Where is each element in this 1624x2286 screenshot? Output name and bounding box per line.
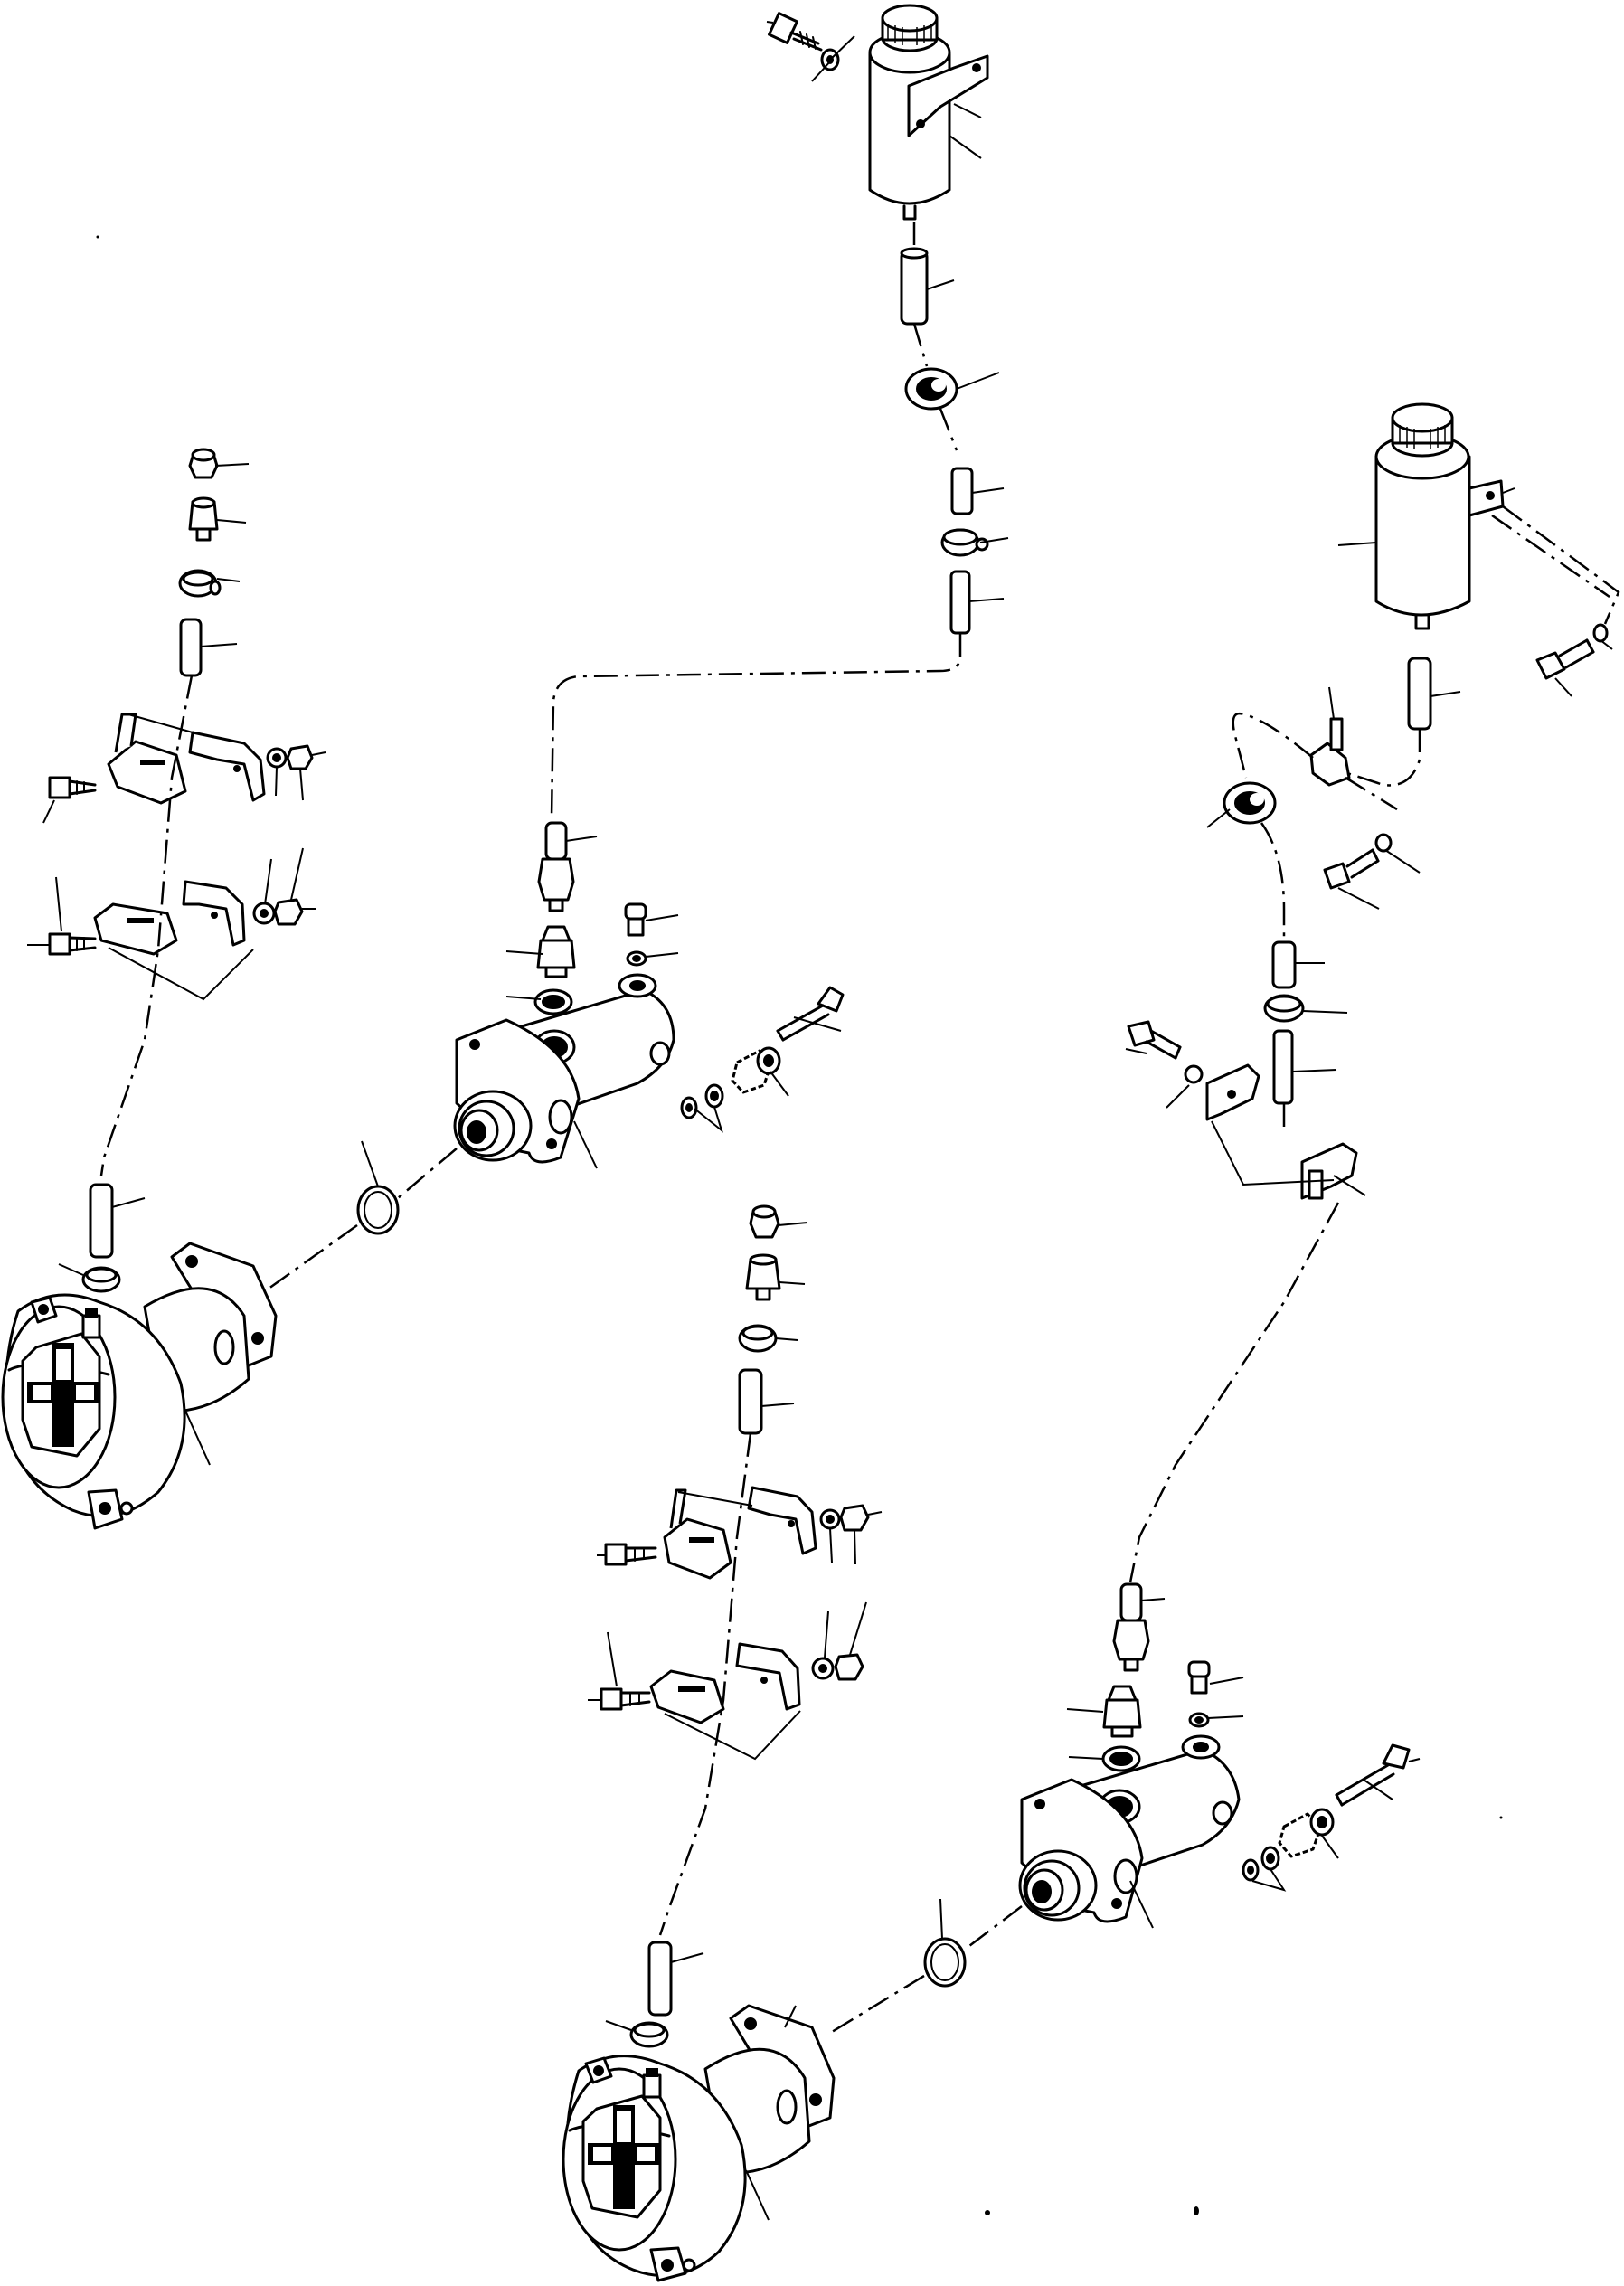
chamber-face-lower (581, 2094, 662, 2219)
bolt-upper-left-1 (48, 776, 97, 799)
nut-lower-1 (839, 1504, 870, 1532)
upper-left-feed (27, 448, 326, 1293)
seal-lower (1101, 1745, 1141, 1772)
mounting-bolt-lower (1335, 1743, 1411, 1807)
speck (96, 235, 99, 239)
bolt-lower-2 (600, 1687, 651, 1711)
nut-lower-2 (834, 1653, 864, 1681)
brake-line-top (550, 222, 962, 819)
plug-upper (624, 902, 647, 967)
clamp-upper-left (178, 569, 222, 598)
hose-top-1 (900, 247, 929, 326)
fitting-upper (537, 821, 575, 912)
bracket-upper-left-2 (93, 880, 246, 956)
cap-lower (749, 1204, 780, 1239)
reservoir-tank-right (1374, 402, 1505, 630)
bolt-reservoir-right (1535, 623, 1609, 680)
clamp-lower-2 (629, 2021, 669, 2048)
axis-lower (826, 1905, 1023, 2036)
bracket-lower-2 (649, 1642, 801, 1724)
adapter-upper-left (188, 496, 219, 542)
o-ring-lower (923, 1898, 967, 1988)
bolt-lower-1 (604, 1543, 657, 1566)
bolt-right-bracket (1127, 1020, 1204, 1084)
bolt-right-center (1323, 833, 1393, 890)
bracket-upper-left-1 (107, 713, 266, 805)
pipe-top (949, 570, 971, 635)
hose-right-2 (1271, 940, 1297, 989)
grommet-top (904, 367, 958, 411)
speck (985, 2210, 990, 2215)
axis-upper (261, 1148, 458, 1295)
nipple-upper (536, 925, 576, 978)
master-cylinder-lower (1018, 1582, 1421, 1929)
reservoir-right (1125, 402, 1620, 1583)
brake-chamber-upper (1, 1242, 278, 1530)
lower-center-feed (588, 1204, 883, 2048)
cap-upper-left (188, 448, 219, 479)
clamp-top (940, 528, 989, 557)
o-ring-upper (356, 1140, 400, 1235)
hose-upper-left-lower (89, 1183, 114, 1259)
clamp-upper-left-lower (81, 1266, 121, 1293)
hose-lower-2 (647, 1941, 673, 2017)
fitting-lower (1112, 1582, 1150, 1672)
reservoir-bracket-top (907, 54, 989, 137)
master-cylinder-upper (453, 821, 845, 1169)
nut-upper-left-2 (273, 898, 304, 926)
bolt-top-reservoir (768, 12, 823, 52)
clamp-lower (738, 1324, 778, 1353)
nut-upper-left-1 (286, 744, 314, 770)
bracket-pair-right (1205, 1063, 1358, 1200)
hose-upper-left (179, 618, 203, 677)
brake-chamber-lower (562, 2004, 836, 2282)
plug-lower (1187, 1660, 1211, 1728)
nipple-lower (1102, 1685, 1142, 1738)
mounting-bolt-upper (776, 986, 845, 1042)
speck (1499, 1816, 1503, 1819)
hose-top-2 (950, 467, 974, 515)
bracket-lower-1 (663, 1486, 817, 1580)
seal-upper (533, 988, 573, 1015)
pipe-right (1272, 1029, 1294, 1105)
adapter-lower (745, 1253, 781, 1301)
clip-right (1309, 717, 1351, 787)
chamber-face-upper (21, 1332, 101, 1458)
grommet-right (1223, 781, 1277, 825)
reservoir-top (766, 4, 1009, 635)
bolt-upper-left-2 (48, 932, 97, 956)
speck (1194, 2206, 1199, 2215)
hose-right-1 (1407, 657, 1432, 731)
hose-lower (738, 1368, 763, 1435)
clamp-right (1263, 994, 1305, 1023)
